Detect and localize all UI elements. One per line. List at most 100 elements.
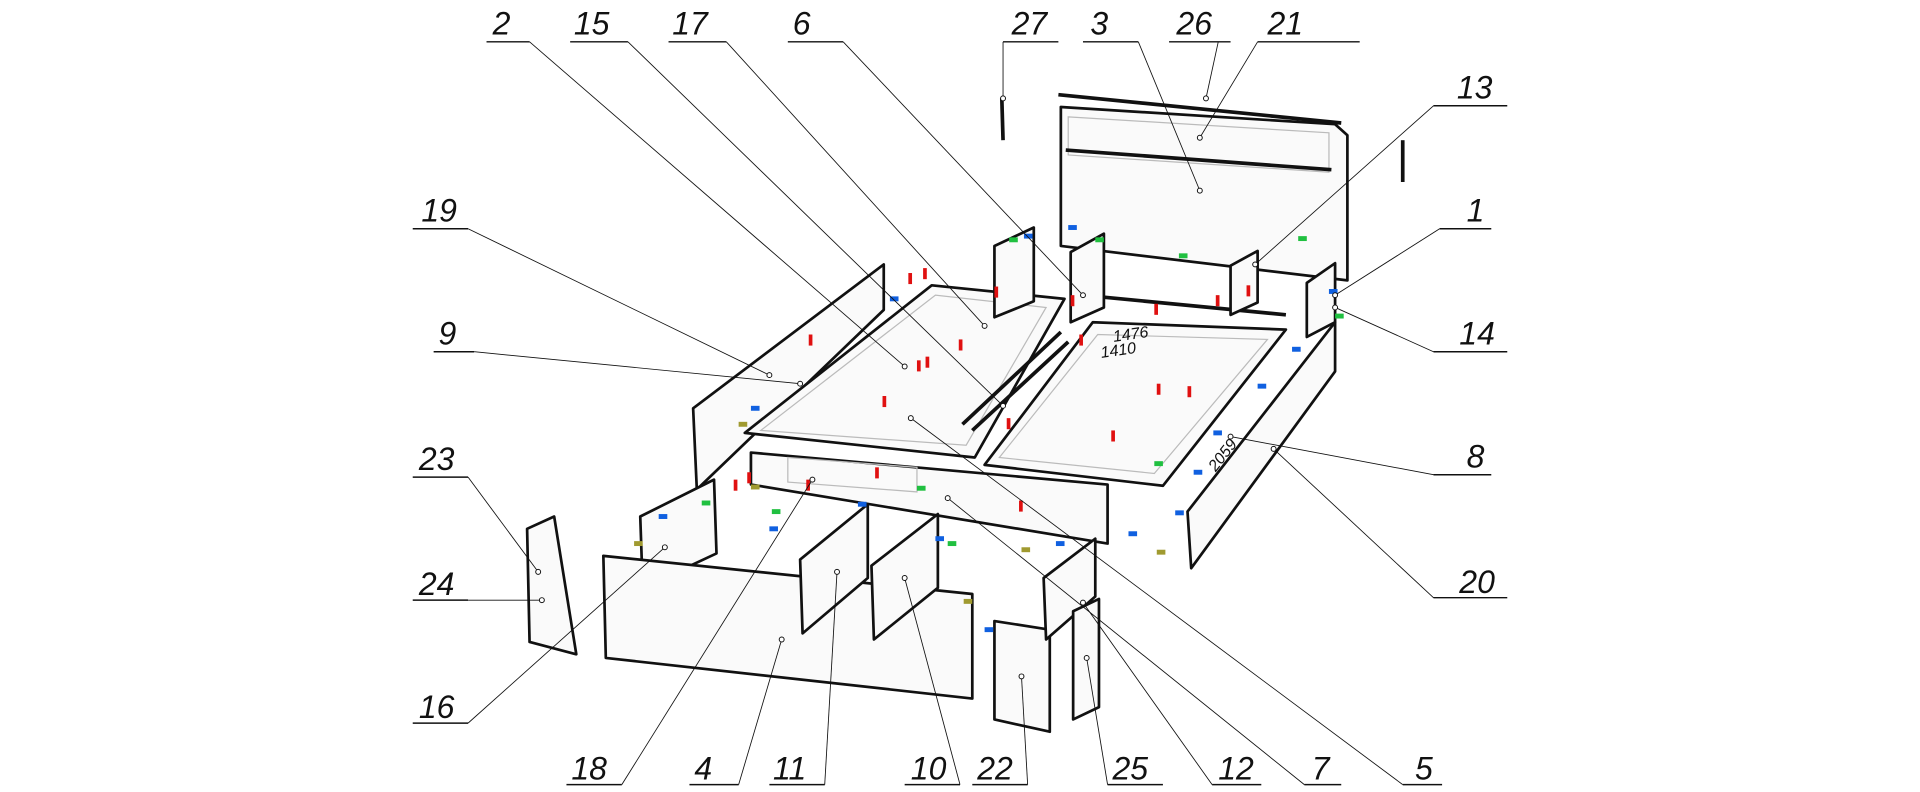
fastener-red-mark — [916, 360, 921, 372]
fastener-blue-mark — [1193, 469, 1203, 475]
leader-lines — [412, 41, 1508, 786]
center-beam-edge — [971, 340, 1070, 432]
part-label: 5 — [1415, 751, 1433, 787]
leader-line — [467, 476, 539, 573]
leader-dot — [981, 322, 988, 329]
fastener-blue-mark — [1328, 289, 1338, 294]
fastener-red-mark — [1019, 500, 1023, 512]
fastener-blue-mark — [1213, 430, 1222, 436]
leader-line — [1334, 228, 1440, 296]
fastener-blue-mark — [658, 514, 668, 519]
leader-line — [627, 41, 1004, 407]
fastener-red-mark — [733, 479, 738, 491]
fastener-green-mark — [1154, 461, 1163, 467]
furniture-parts — [525, 92, 1405, 734]
fastener-olive-mark — [1021, 547, 1031, 553]
part-label: 2 — [492, 5, 511, 41]
leader-line — [910, 417, 1403, 785]
drawer-end-panel — [525, 515, 578, 656]
fastener-red-mark — [806, 479, 810, 491]
leader-dot — [1080, 292, 1086, 299]
part-label: 3 — [1090, 5, 1108, 41]
leader-dot — [535, 568, 542, 575]
right-side-panel — [1186, 320, 1337, 570]
fastener-red-mark — [923, 268, 927, 280]
fastener-red-mark — [908, 273, 913, 285]
leader-dot — [901, 575, 908, 581]
dimension-label: 1476 — [1112, 324, 1150, 346]
part-label: 13 — [1457, 69, 1493, 105]
leader-line — [824, 571, 838, 785]
leader-line — [842, 41, 1084, 296]
fastener-green-mark — [1298, 236, 1307, 242]
leader-dot — [1196, 187, 1203, 194]
leader-dot — [1080, 599, 1086, 606]
part-label: 27 — [1011, 5, 1049, 41]
fastener-green-mark — [947, 541, 957, 547]
rear-rail — [1082, 293, 1287, 317]
fastener-red-mark — [958, 339, 963, 351]
fastener-green-mark — [1009, 237, 1018, 243]
fastener-red-mark — [747, 472, 751, 484]
dimension-label: 1410 — [1100, 340, 1138, 362]
leader-dot — [944, 495, 951, 502]
fastener-blue-mark — [1068, 225, 1077, 230]
leader-dot — [1252, 261, 1259, 268]
fastener-green-mark — [1095, 237, 1104, 243]
fastener-blue-mark — [1023, 233, 1033, 239]
leader-line — [1334, 307, 1434, 353]
leader-line — [1205, 41, 1219, 99]
leader-dot — [1000, 95, 1006, 102]
leader-line — [529, 41, 905, 367]
headboard-top-rail — [1058, 92, 1342, 125]
leader-line — [1086, 657, 1109, 785]
part-label: 11 — [773, 751, 806, 787]
leader-dot — [1000, 402, 1006, 409]
part-label: 23 — [418, 441, 455, 477]
leader-dot — [1332, 304, 1339, 311]
fastener-olive-mark — [1156, 549, 1166, 555]
leader-dot — [907, 415, 914, 422]
leader-dot — [809, 476, 816, 483]
fastener-blue-mark — [1175, 510, 1184, 516]
part-label: 15 — [574, 5, 610, 41]
leader-dot — [1227, 433, 1234, 440]
fastener-red-mark — [1156, 383, 1161, 395]
part-label: 17 — [672, 5, 709, 41]
leader-line — [1137, 41, 1201, 191]
leader-line — [904, 577, 961, 785]
leader-line — [726, 41, 985, 327]
fastener-green-mark — [916, 485, 926, 491]
leader-line — [1199, 41, 1258, 138]
left-deck-inset — [759, 294, 1048, 446]
divider-panel — [1305, 261, 1337, 339]
part-label: 25 — [1111, 751, 1148, 787]
fastener-olive-mark — [963, 598, 973, 604]
fastener-blue-mark — [769, 526, 778, 532]
leader-dot — [661, 544, 668, 551]
fastener-blue-mark — [1055, 541, 1065, 547]
fastener-blue-mark — [1128, 531, 1138, 537]
leader-line — [467, 228, 770, 376]
leader-dot — [778, 636, 785, 643]
leader-line — [621, 479, 813, 785]
leader-line — [1230, 436, 1434, 476]
fastener-blue-mark — [889, 296, 899, 302]
leader-line — [1273, 448, 1434, 599]
part-label: 18 — [571, 751, 607, 787]
fastener-blue-mark — [750, 405, 760, 411]
leader-line — [474, 351, 801, 385]
fastener-red-mark — [925, 356, 930, 368]
fastener-green-mark — [771, 509, 781, 515]
part-label: 19 — [421, 192, 457, 228]
fastener-blue-mark — [935, 536, 945, 542]
front-rail-inset — [787, 456, 918, 493]
fastener-green-mark — [1335, 313, 1344, 319]
fastener-olive-mark — [634, 541, 643, 547]
fastener-blue-mark — [857, 501, 867, 507]
right-deck-panel — [983, 320, 1288, 488]
fastener-green-mark — [1178, 253, 1188, 259]
drawer-side-panel — [1042, 537, 1097, 641]
fasteners — [634, 225, 1344, 633]
